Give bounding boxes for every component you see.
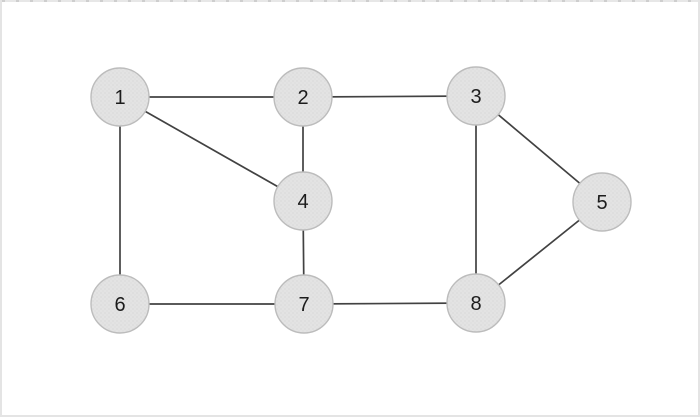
graph-node-4: 4 xyxy=(273,171,333,231)
graph-node-7: 7 xyxy=(274,274,334,334)
nodes-layer: 1 2 3 4 5 6 7 8 xyxy=(90,66,632,334)
node-label-1: 1 xyxy=(114,87,125,109)
graph-node-8: 8 xyxy=(446,273,506,333)
node-label-8: 8 xyxy=(470,293,481,315)
graph-node-6: 6 xyxy=(90,274,150,334)
node-label-5: 5 xyxy=(596,192,607,214)
node-label-4: 4 xyxy=(297,191,308,213)
node-label-2: 2 xyxy=(297,87,308,109)
node-circle-texture xyxy=(274,274,334,334)
graph-node-2: 2 xyxy=(273,67,333,127)
node-circle-texture xyxy=(273,171,333,231)
node-circle-texture xyxy=(90,67,150,127)
node-label-6: 6 xyxy=(114,294,125,316)
node-circle-texture xyxy=(90,274,150,334)
node-label-3: 3 xyxy=(470,86,481,108)
graph-node-1: 1 xyxy=(90,67,150,127)
node-label-7: 7 xyxy=(298,294,309,316)
edges-layer xyxy=(119,95,603,305)
node-circle-texture xyxy=(446,66,506,126)
graph-node-5: 5 xyxy=(572,172,632,232)
node-circle-texture xyxy=(572,172,632,232)
graph-node-3: 3 xyxy=(446,66,506,126)
node-circle-texture xyxy=(273,67,333,127)
graph-edge-1-4 xyxy=(119,96,304,202)
node-circle-texture xyxy=(446,273,506,333)
